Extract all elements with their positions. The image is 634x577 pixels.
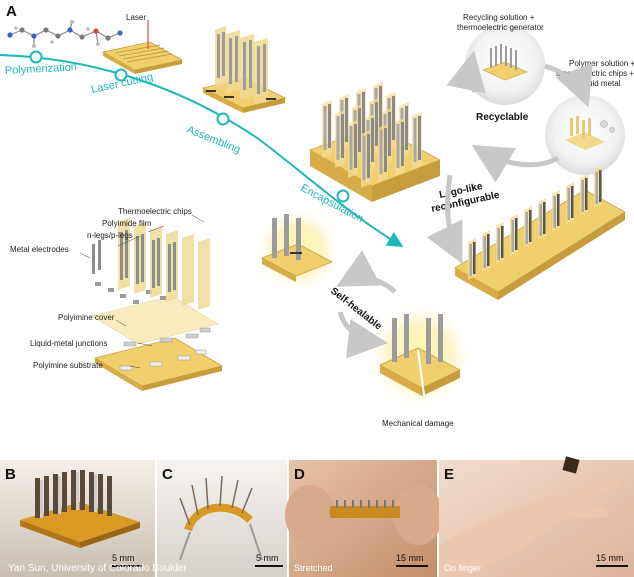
step-label-polymerization: Polymerization (5, 61, 78, 77)
panel-label-c: C (162, 466, 173, 483)
lego-device-chip-array (468, 166, 602, 280)
recycle-arrow-up (446, 50, 486, 94)
lego-chip (496, 222, 504, 264)
recyclable-label: Recyclable (476, 112, 529, 123)
recycle-arrow-back (471, 144, 560, 183)
polymer-label-line1: Polymer solution + (569, 59, 634, 68)
photo-e-hand (440, 456, 619, 577)
photo-c-device (179, 475, 263, 561)
scale-bar-c (255, 565, 283, 567)
label-metal-electrodes: Metal electrodes (10, 245, 69, 254)
lego-chip (538, 198, 546, 240)
label-n-p-legs: n-legs/p-legs (87, 231, 133, 240)
label-liquid-metal-junctions: Liquid-metal junctions (30, 339, 107, 348)
main-chip (361, 130, 371, 188)
main-chip (378, 124, 388, 182)
lego-chip (580, 174, 588, 216)
scale-text-e: 15 mm (596, 553, 624, 563)
mechanical-damage-label: Mechanical damage (382, 419, 454, 428)
laser-cutting-sheet (101, 20, 184, 74)
ring-device (562, 456, 580, 474)
assembling-device (201, 26, 287, 113)
label-thermoelectric-chips: Thermoelectric chips (118, 207, 192, 216)
step-marker-encapsulation (336, 189, 350, 203)
polymer-label-line3: liquid metal (580, 79, 621, 88)
process-flow-curve (0, 54, 404, 248)
photo-b-device (20, 470, 140, 548)
step-marker-assembling (216, 112, 230, 126)
recycling-mini-device (482, 44, 528, 81)
main-chip (322, 100, 332, 158)
polymer-label-line2: thermoelectric chips + (556, 69, 634, 78)
photo-credit: Yan Sun, University of Colorado Boulder (8, 563, 187, 574)
molecule-illustration (7, 20, 123, 48)
main-device-chip-array (322, 82, 422, 188)
heal-arrow-bottom (337, 311, 388, 359)
reconfigurable-device (454, 189, 626, 300)
recycling-label-line1: Recycling solution + (463, 13, 535, 22)
scale-text-d: 15 mm (396, 553, 424, 563)
main-chip (335, 110, 345, 168)
main-chip (412, 112, 422, 170)
layer-liquid-metal (123, 327, 211, 347)
polymer-chips-mini (565, 116, 615, 150)
lego-chip (594, 166, 602, 208)
lego-arrow (426, 174, 463, 264)
scale-bar-d (396, 565, 428, 567)
scale-text-c: 5 mm (256, 553, 279, 563)
lego-chip (552, 190, 560, 232)
panel-label-a: A (6, 3, 17, 20)
scale-bar-b (112, 565, 142, 567)
label-polyimine-cover: Polyimine cover (58, 313, 115, 322)
lego-chip (566, 182, 574, 224)
damaged-device (379, 314, 461, 396)
lego-chip (468, 238, 476, 280)
laser-label: Laser (126, 13, 146, 22)
step-label-assembling: Assembling (185, 124, 242, 156)
stretched-device (330, 506, 400, 518)
photo-d-hands (285, 485, 443, 545)
layer-chips (92, 218, 210, 310)
recycle-arrow-right (544, 62, 593, 108)
scale-bar-e (596, 565, 628, 567)
label-polyimine-substrate: Polyimine substrate (33, 361, 103, 370)
lego-chip (524, 206, 532, 248)
step-marker-polymerization (29, 50, 43, 64)
panel-label-d: D (294, 466, 305, 483)
heal-arrow-top (336, 250, 397, 294)
exploded-view (79, 214, 224, 391)
scale-text-b: 5 mm (112, 553, 135, 563)
caption-stretched: Stretched (294, 563, 333, 573)
panel-label-e: E (444, 466, 454, 483)
self-healable-label: Self-healable (328, 286, 384, 333)
lego-chip (510, 214, 518, 256)
label-polyimide-film: Polyimide film (102, 219, 152, 228)
layer-cover (91, 295, 219, 345)
main-chip (395, 118, 405, 176)
main-chip (348, 120, 358, 178)
layer-electrodes (95, 282, 166, 304)
step-marker-laser-cutting (114, 68, 128, 82)
lego-chip (482, 230, 490, 272)
healed-device (261, 214, 333, 282)
recycling-label-line2: thermoelectric generator (457, 23, 544, 32)
panel-label-b: B (5, 466, 16, 483)
caption-on-finger: On finger (444, 563, 481, 573)
